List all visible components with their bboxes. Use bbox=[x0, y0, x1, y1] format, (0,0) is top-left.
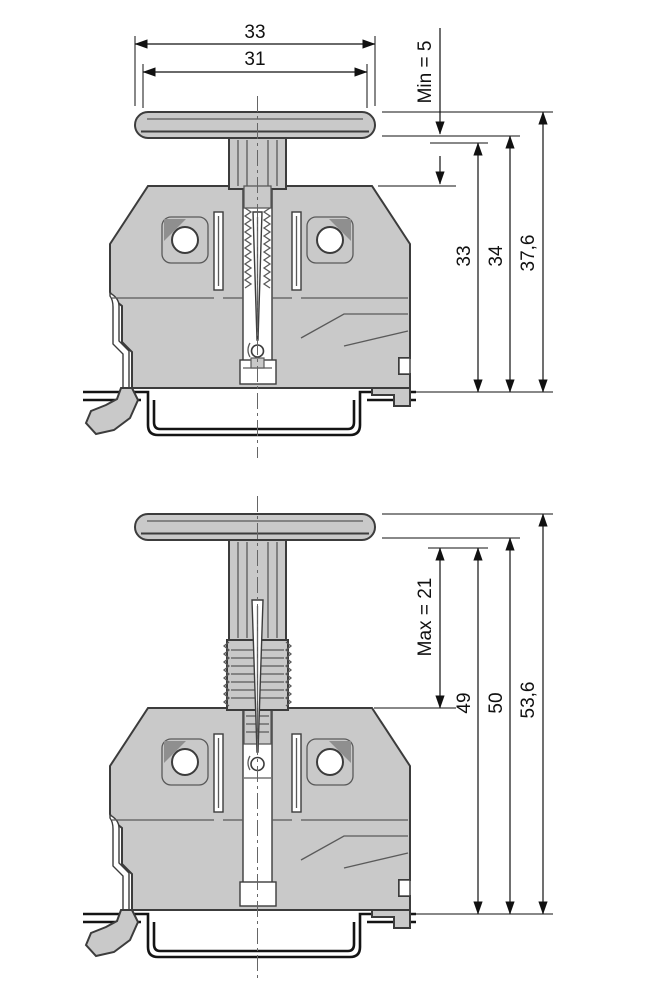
dimensions-bottom: Max = 21 49 50 53,6 bbox=[374, 513, 553, 915]
actuator-cap bbox=[134, 111, 376, 139]
dimension-label: 37,6 bbox=[518, 235, 539, 272]
dimension-label: 49 bbox=[454, 692, 475, 713]
dimension-label: 33 bbox=[454, 245, 475, 266]
figure-top-retracted: 33 31 Min = 5 33 34 37,6 bbox=[81, 22, 553, 458]
dimension-label: 50 bbox=[486, 692, 507, 713]
dimensions-top: 33 31 Min = 5 33 34 37,6 bbox=[134, 22, 553, 393]
dimension-label: 34 bbox=[486, 245, 507, 267]
dimension-label: Max = 21 bbox=[415, 578, 436, 657]
terminal-body bbox=[81, 706, 418, 959]
dimension-label: 31 bbox=[244, 49, 265, 70]
dimension-label: Min = 5 bbox=[415, 41, 436, 104]
terminal-body bbox=[81, 184, 418, 437]
dimension-label: 33 bbox=[244, 22, 265, 43]
dimension-label: 53,6 bbox=[518, 682, 539, 719]
figure-bottom-extended: Max = 21 49 50 53,6 bbox=[81, 496, 553, 980]
actuator-cap bbox=[134, 513, 376, 541]
